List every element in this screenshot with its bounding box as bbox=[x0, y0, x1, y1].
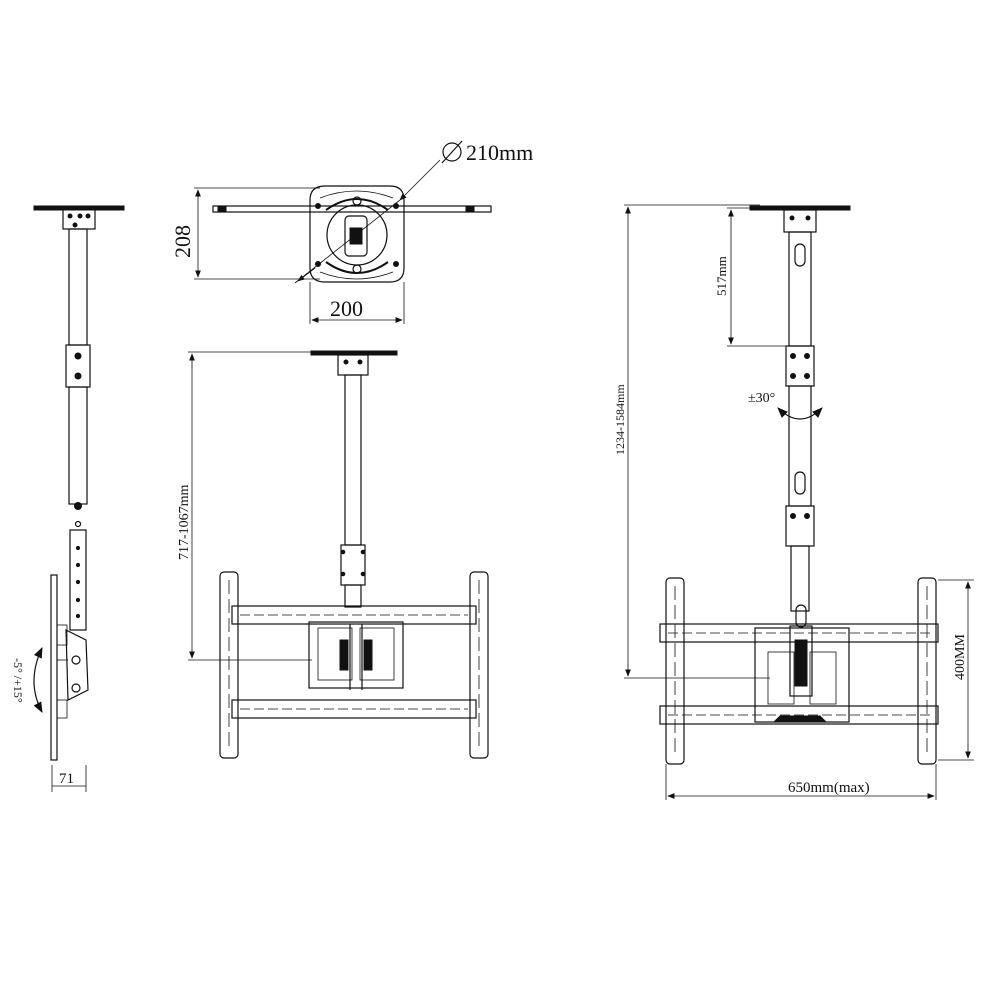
front-view: 717-1067mm bbox=[177, 350, 489, 759]
profile-lower-pole bbox=[788, 385, 812, 507]
profile-upper-pole bbox=[788, 231, 812, 347]
plate-width-label: 200 bbox=[330, 296, 363, 321]
diameter-icon bbox=[441, 140, 463, 164]
vesa-height-label: 400MM bbox=[953, 634, 968, 680]
top-bar bbox=[212, 205, 492, 213]
front-upper-pole bbox=[344, 374, 362, 546]
side-screen-arm bbox=[50, 574, 58, 761]
side-pole-extension bbox=[69, 529, 87, 631]
profile-bottom-rail bbox=[659, 705, 939, 725]
depth-label: 71 bbox=[59, 771, 74, 787]
front-left-arm bbox=[219, 571, 239, 759]
top-view: 208 200 210mm bbox=[170, 140, 533, 324]
swivel-label: ±30° bbox=[748, 391, 775, 406]
side-bracket bbox=[62, 208, 96, 230]
profile-view: ±30° 1234-1584mm 517mm 650mm(max) bbox=[613, 204, 974, 800]
front-center-plate bbox=[308, 621, 404, 689]
plate-height-label: 208 bbox=[170, 225, 195, 258]
tilt-arc bbox=[33, 647, 43, 713]
front-bottom-rail bbox=[231, 699, 477, 719]
side-lower-pole bbox=[68, 386, 88, 505]
front-top-rail bbox=[231, 605, 477, 625]
side-collar bbox=[65, 344, 91, 388]
side-view: -5° /+15° 71 bbox=[11, 205, 125, 792]
profile-left-arm bbox=[665, 577, 685, 765]
total-drop-label: 1234-1584mm bbox=[613, 384, 627, 455]
upper-pole-label: 517mm bbox=[714, 256, 729, 296]
profile-right-arm bbox=[917, 577, 937, 765]
ceiling-plate-outline bbox=[309, 185, 405, 283]
front-ceiling-plate bbox=[310, 350, 398, 356]
tilt-label: -5° /+15° bbox=[11, 658, 25, 703]
plate-diameter-label: 210mm bbox=[466, 140, 533, 165]
front-lower-pole bbox=[344, 584, 362, 608]
side-upper-pole bbox=[68, 228, 88, 346]
vesa-width-label: 650mm(max) bbox=[788, 780, 870, 796]
front-drop-label: 717-1067mm bbox=[177, 484, 192, 560]
swivel-arc bbox=[777, 407, 823, 420]
side-ceiling-plate bbox=[33, 205, 125, 211]
side-tilt-head bbox=[65, 629, 89, 701]
front-right-arm bbox=[469, 571, 489, 759]
